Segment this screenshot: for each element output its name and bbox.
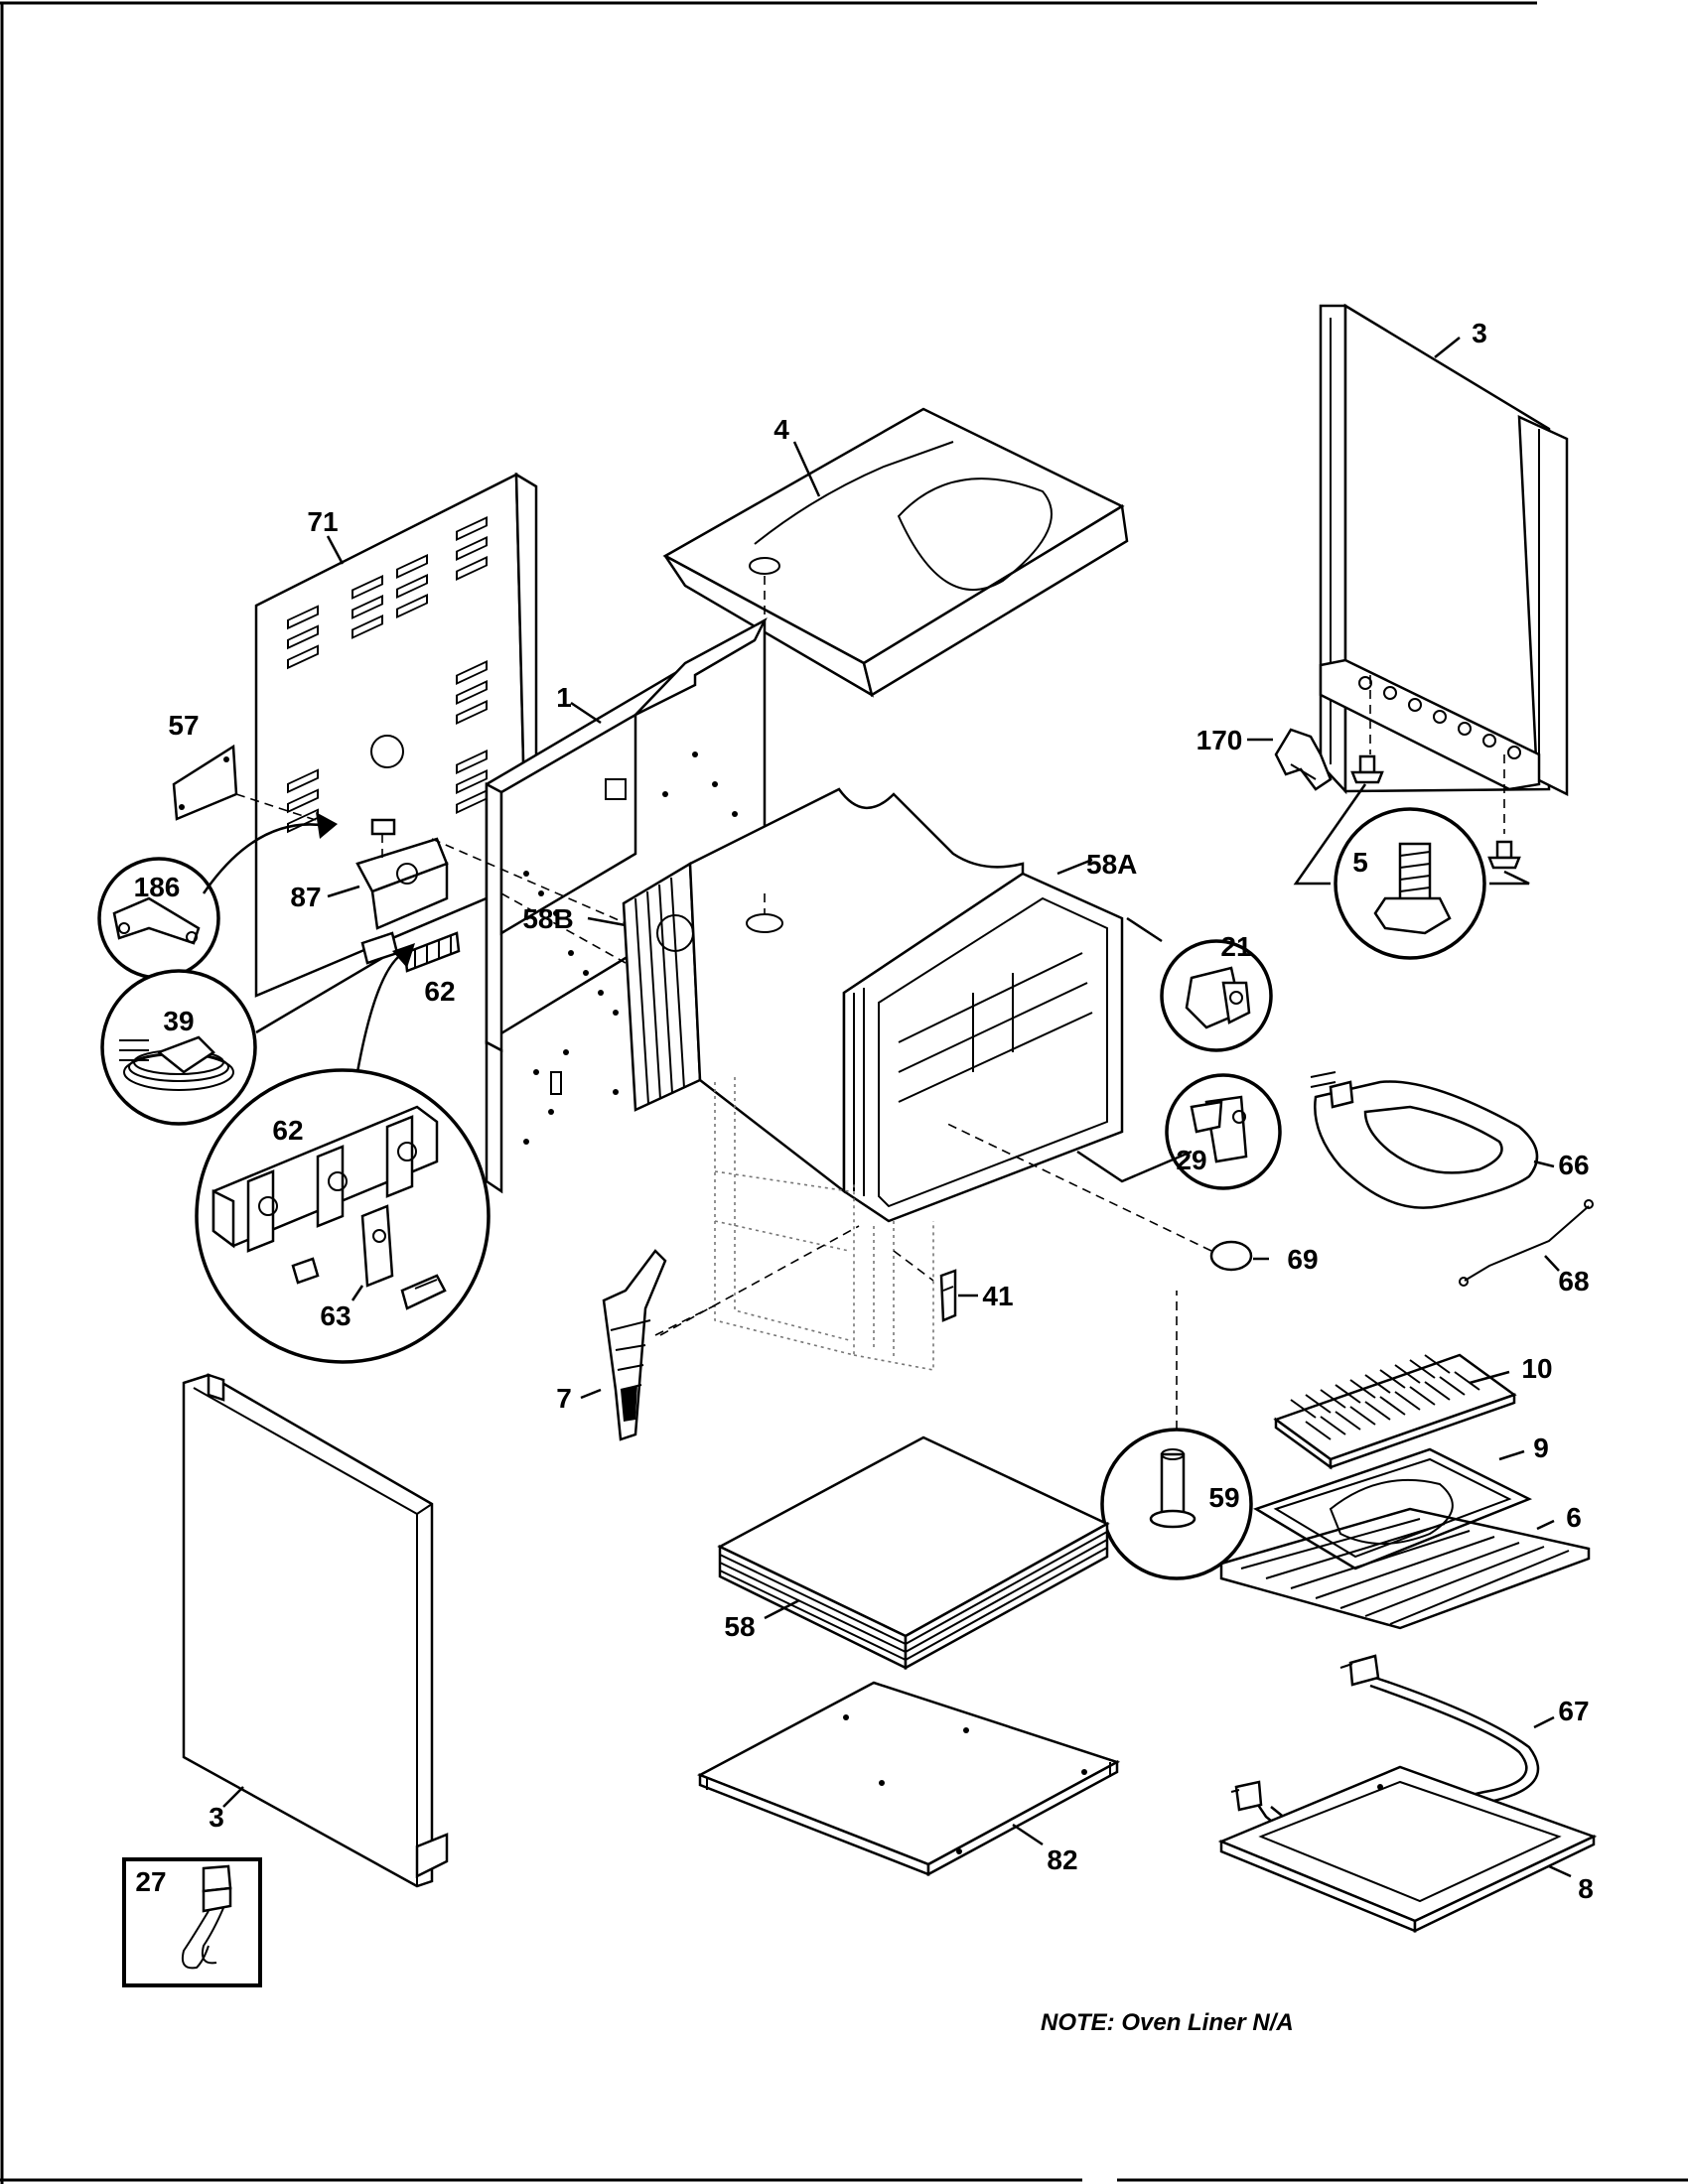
main-frame-panel [485, 617, 768, 1194]
clip-41 [939, 1269, 957, 1322]
note-oven-liner: NOTE: Oven Liner N/A [1041, 2009, 1294, 2036]
callout-39: 39 [163, 1006, 194, 1036]
callout-41: 41 [982, 1281, 1013, 1311]
callout-71: 71 [307, 506, 338, 537]
callout-7: 7 [556, 1383, 572, 1414]
oven-front-frame [842, 872, 1124, 1223]
terminal-block-small [403, 931, 461, 973]
frame-holes [523, 751, 738, 1145]
oven-body-ghost [714, 1077, 934, 1371]
callout-8: 8 [1578, 1873, 1594, 1904]
callout-29: 29 [1176, 1145, 1206, 1175]
terminal-block-detail [211, 1105, 447, 1310]
callout-3-right: 3 [1472, 318, 1487, 348]
callout-186: 186 [134, 872, 181, 902]
callout-170: 170 [1196, 725, 1243, 755]
top-cover [662, 407, 1129, 893]
callout-58a: 58A [1086, 849, 1137, 880]
callout-21: 21 [1220, 931, 1251, 962]
part-186-clip [112, 896, 201, 945]
callout-3-left: 3 [209, 1802, 224, 1833]
callout-87: 87 [290, 882, 321, 912]
callout-1: 1 [556, 682, 572, 713]
callout-62-detail: 62 [272, 1115, 303, 1146]
part-87-bracket [355, 818, 449, 930]
callout-6: 6 [1566, 1502, 1582, 1533]
bake-element-66 [1310, 1071, 1539, 1209]
part-170-bracket [1274, 728, 1333, 791]
part-39-power-cord [119, 1035, 234, 1091]
callout-82: 82 [1047, 1844, 1077, 1875]
rod-68 [1459, 1199, 1594, 1287]
callout-62-small: 62 [424, 976, 455, 1007]
oven-racks-glimpse [898, 952, 1093, 1103]
callout-66: 66 [1558, 1150, 1589, 1180]
callout-10: 10 [1521, 1353, 1552, 1384]
grid-slots [1290, 1354, 1480, 1440]
plug-69 [1209, 1240, 1253, 1272]
part-29-catch [1190, 1095, 1248, 1163]
bottom-panel-82 [697, 1681, 1121, 1877]
part-27-inset-box [122, 1857, 262, 1987]
part-21-hinge-receiver [1185, 966, 1251, 1029]
callout-68: 68 [1558, 1266, 1589, 1297]
part-59-sensor [1149, 1448, 1196, 1529]
callout-9: 9 [1533, 1433, 1549, 1463]
assembly-guide-lines [431, 838, 716, 1336]
callout-58: 58 [724, 1611, 755, 1642]
bottom-tray-8 [1217, 1765, 1598, 1933]
broil-pan-9 [1253, 1447, 1533, 1570]
leveling-leg-small-left [1350, 754, 1384, 784]
callout-67: 67 [1558, 1696, 1589, 1726]
callout-4: 4 [774, 414, 789, 445]
callout-59: 59 [1208, 1482, 1239, 1513]
leveling-leg-detail [1373, 842, 1452, 935]
broil-grid-10 [1273, 1353, 1517, 1470]
insulation-58 [717, 1435, 1110, 1671]
back-panel-vents [287, 516, 488, 834]
panel-holes [1358, 676, 1521, 759]
left-side-panel [182, 1373, 449, 1888]
right-side-panel [1319, 303, 1569, 834]
callout-63: 63 [320, 1300, 351, 1331]
back-panel [254, 472, 538, 998]
callout-69: 69 [1287, 1244, 1318, 1275]
leveling-leg-small-right [1487, 840, 1521, 870]
part-57-plate [172, 744, 329, 825]
insulation-58b [622, 861, 702, 1112]
door-hinge-7 [602, 1249, 667, 1441]
callout-27: 27 [135, 1866, 166, 1897]
callout-57: 57 [168, 710, 199, 741]
oven-rack-6 [1219, 1507, 1591, 1630]
callout-5: 5 [1352, 847, 1368, 878]
